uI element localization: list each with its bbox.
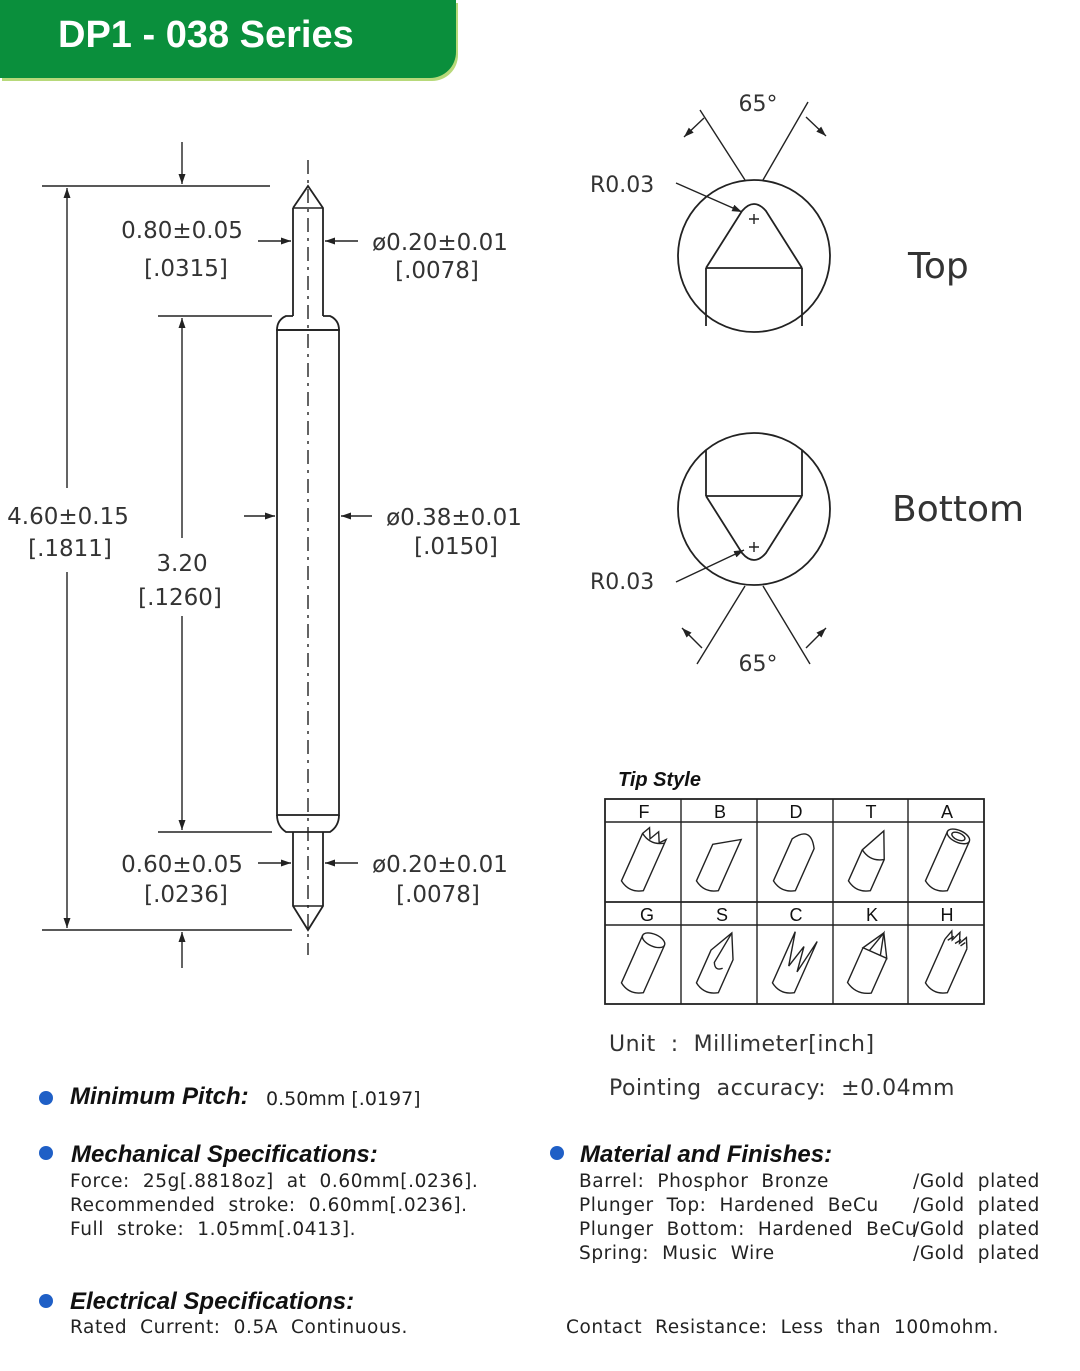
mechanical-heading: Mechanical Specifications: xyxy=(71,1141,378,1168)
electrical-heading: Electrical Specifications: xyxy=(70,1288,355,1315)
bottom-tip-length-mm: 0.60±0.05 xyxy=(121,852,243,878)
bottom-tip-length-in: [.0236] xyxy=(144,882,228,908)
overall-length-mm: 4.60±0.15 xyxy=(7,504,129,530)
tip-letter-t: T xyxy=(866,802,877,822)
tip-style-a-icon xyxy=(924,828,971,892)
top-radius: R0.03 xyxy=(590,173,654,198)
accuracy-note: Pointing accuracy: ±0.04mm xyxy=(609,1076,955,1101)
tip-style-s-icon xyxy=(695,931,734,994)
unit-note: Unit : Millimeter[inch] xyxy=(609,1032,875,1057)
tip-style-g-icon xyxy=(620,932,666,994)
electrical-contact-resistance: Contact Resistance: Less than 100mohm. xyxy=(566,1317,1000,1338)
bottom-tip-diameter-mm: ø0.20±0.01 xyxy=(372,852,508,878)
series-title: DP1 - 038 Series xyxy=(58,14,354,56)
tip-style-k-icon xyxy=(846,930,888,995)
pin-side-view xyxy=(276,160,340,955)
material-heading: Material and Finishes: xyxy=(580,1141,833,1168)
tip-letter-f: F xyxy=(639,802,650,822)
material-plunger-bottom-finish: /Gold plated xyxy=(913,1219,1040,1240)
mechanical-full-stroke: Full stroke: 1.05mm[.0413]. xyxy=(70,1219,357,1240)
top-view-label: Top xyxy=(907,246,969,287)
bullet-icon xyxy=(39,1146,53,1160)
mechanical-recommended-stroke: Recommended stroke: 0.60mm[.0236]. xyxy=(70,1195,468,1216)
material-barrel-finish: /Gold plated xyxy=(913,1171,1040,1192)
tip-style-h-icon xyxy=(924,929,968,994)
material-spring-finish: /Gold plated xyxy=(913,1243,1040,1264)
top-tip-detail xyxy=(675,101,831,333)
top-tip-diameter-mm: ø0.20±0.01 xyxy=(372,230,508,256)
tip-style-d-icon xyxy=(772,833,815,892)
extension-lines xyxy=(42,185,292,931)
technical-drawing: 0.80±0.05 [.0315] ø0.20±0.01 [.0078] 4.6… xyxy=(7,92,1024,1005)
tip-letter-d: D xyxy=(790,802,803,822)
tip-letter-k: K xyxy=(866,905,878,925)
bottom-radius: R0.03 xyxy=(590,570,654,595)
top-tip-diameter-in: [.0078] xyxy=(395,258,479,284)
min-pitch-value: 0.50mm [.0197] xyxy=(266,1088,421,1110)
bottom-angle: 65° xyxy=(739,652,778,677)
tip-style-t-icon xyxy=(847,829,885,892)
tip-letter-s: S xyxy=(716,905,728,925)
tip-style-f-icon xyxy=(620,826,668,892)
bullet-icon xyxy=(39,1091,53,1105)
bottom-view-label: Bottom xyxy=(892,489,1024,530)
bottom-tip-diameter-in: [.0078] xyxy=(396,882,480,908)
tip-letter-g: G xyxy=(640,905,654,925)
overall-length-in: [.1811] xyxy=(28,536,112,562)
material-spring: Spring: Music Wire xyxy=(579,1243,775,1264)
material-plunger-top: Plunger Top: Hardened BeCu xyxy=(579,1195,879,1216)
barrel-diameter-mm: ø0.38±0.01 xyxy=(386,505,522,531)
barrel-length-in: [.1260] xyxy=(138,585,222,611)
barrel-length-mm: 3.20 xyxy=(156,551,207,577)
tip-letter-a: A xyxy=(941,802,953,822)
mechanical-force: Force: 25g[.8818oz] at 0.60mm[.0236]. xyxy=(70,1171,479,1192)
min-pitch-heading: Minimum Pitch: xyxy=(70,1083,249,1110)
tip-style-title: Tip Style xyxy=(618,769,701,791)
top-angle: 65° xyxy=(739,92,778,117)
diameter-arrows xyxy=(244,237,372,867)
tip-style-b-icon xyxy=(695,838,743,892)
barrel-diameter-in: [.0150] xyxy=(414,534,498,560)
bullet-icon xyxy=(550,1146,564,1160)
material-plunger-top-finish: /Gold plated xyxy=(913,1195,1040,1216)
electrical-rated-current: Rated Current: 0.5A Continuous. xyxy=(70,1317,409,1338)
top-tip-length-in: [.0315] xyxy=(144,256,228,282)
tip-style-table xyxy=(604,798,985,1005)
tip-letter-b: B xyxy=(714,802,726,822)
bottom-tip-detail xyxy=(675,432,831,665)
material-barrel: Barrel: Phosphor Bronze xyxy=(579,1171,830,1192)
material-plunger-bottom: Plunger Bottom: Hardened BeCu xyxy=(579,1219,918,1240)
bullet-icon xyxy=(39,1294,53,1308)
tip-letter-c: C xyxy=(790,905,803,925)
series-header: DP1 - 038 Series xyxy=(0,0,456,78)
top-tip-length-mm: 0.80±0.05 xyxy=(121,218,243,244)
tip-style-c-icon xyxy=(771,931,818,994)
tip-letter-h: H xyxy=(941,905,954,925)
